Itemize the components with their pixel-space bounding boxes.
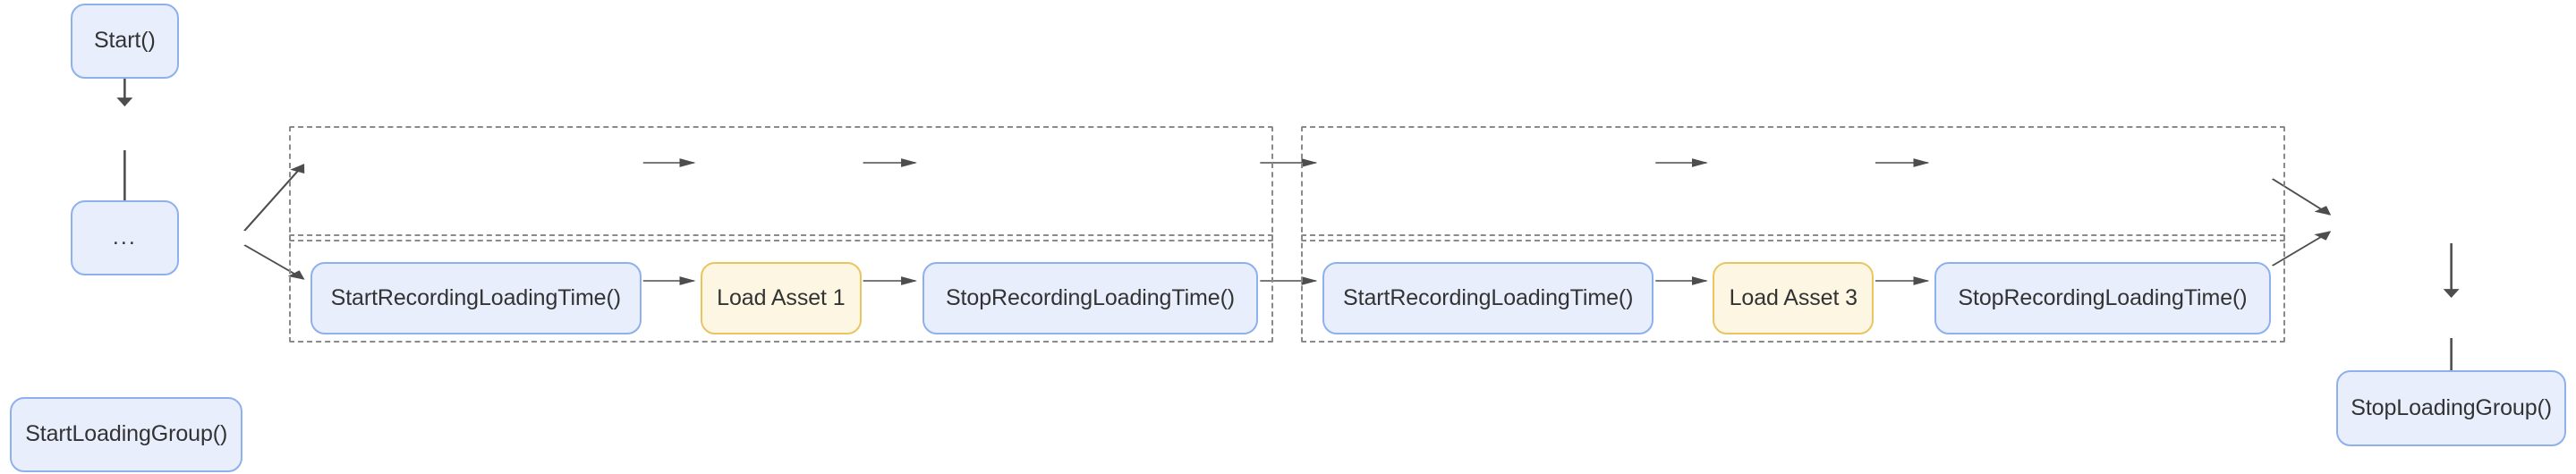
node-g1r1_asset[interactable]: Load Asset 1	[701, 262, 862, 335]
node-g2r1_asset[interactable]: Load Asset 3	[1713, 262, 1875, 335]
group-box-group2-row2	[1301, 234, 2286, 343]
node-g2r1_stop[interactable]: StopRecordingLoadingTime()	[1934, 262, 2271, 335]
node-g1r1_start[interactable]: StartRecordingLoadingTime()	[310, 262, 642, 335]
node-dots_top[interactable]: ...	[70, 199, 179, 276]
group-box-group2-row1	[1301, 126, 2286, 241]
node-g2r1_start[interactable]: StartRecordingLoadingTime()	[1322, 262, 1654, 335]
group-box-group1-row2	[288, 234, 1273, 343]
node-stop_group[interactable]: StopLoadingGroup()	[2336, 370, 2566, 446]
node-start_group[interactable]: StartLoadingGroup()	[10, 396, 243, 473]
group-box-group1-row1	[288, 126, 1273, 241]
node-g1r1_stop[interactable]: StopRecordingLoadingTime()	[922, 262, 1259, 335]
node-start[interactable]: Start()	[70, 3, 179, 79]
